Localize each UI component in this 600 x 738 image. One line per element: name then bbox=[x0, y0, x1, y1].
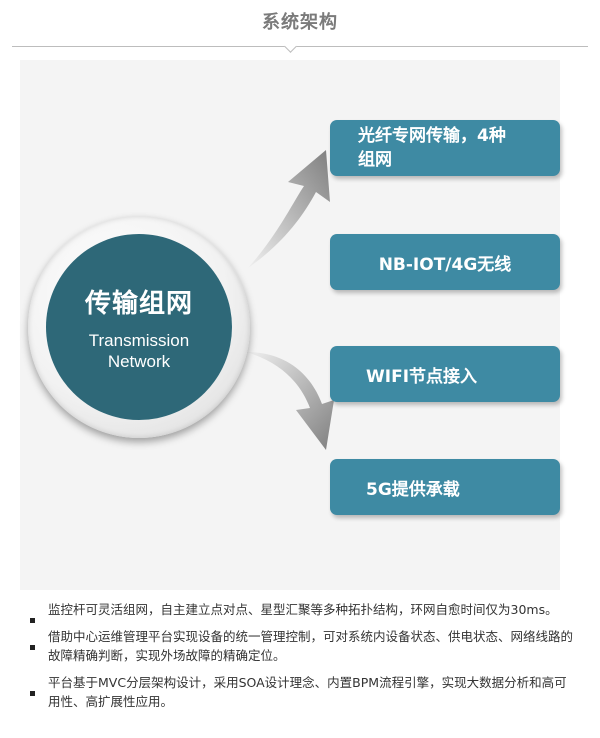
header-divider bbox=[12, 46, 588, 47]
option-fiber-label-line-2: 组网 bbox=[358, 150, 392, 170]
option-wifi-label: WIFI节点接入 bbox=[366, 366, 478, 387]
bullet-square-icon bbox=[30, 645, 35, 650]
option-5g-label: 5G提供承载 bbox=[366, 479, 460, 500]
option-5g: 5G提供承载 bbox=[330, 459, 560, 515]
option-fiber-label-line-1: 光纤专网传输，4种 bbox=[358, 126, 506, 146]
hub-subtitle: Transmission Network bbox=[89, 330, 189, 372]
feature-text: 借助中心运维管理平台实现设备的统一管理控制，可对系统内设备状态、供电状态、网络线… bbox=[48, 629, 574, 663]
feature-item: 监控杆可灵活组网，自主建立点对点、星型汇聚等多种拓扑结构，环网自愈时间仅为30m… bbox=[30, 600, 575, 623]
option-nbiot-label: NB-IOT/4G无线 bbox=[378, 254, 512, 275]
option-wifi: WIFI节点接入 bbox=[330, 346, 560, 402]
feature-text: 平台基于MVC分层架构设计，采用SOA设计理念、内置BPM流程引擎，实现大数据分… bbox=[48, 675, 567, 709]
hub-subtitle-line-1: Transmission bbox=[88, 330, 190, 350]
option-nbiot: NB-IOT/4G无线 bbox=[330, 234, 560, 290]
option-fiber: 光纤专网传输，4种 组网 bbox=[330, 120, 560, 176]
hub-title: 传输组网 bbox=[84, 288, 193, 319]
section-title: 系统架构 bbox=[262, 12, 338, 33]
feature-item: 借助中心运维管理平台实现设备的统一管理控制，可对系统内设备状态、供电状态、网络线… bbox=[30, 627, 575, 665]
bullet-square-icon bbox=[30, 691, 35, 696]
hub-circle: 传输组网 Transmission Network bbox=[46, 234, 232, 420]
upper-arrow bbox=[248, 150, 330, 268]
bullet-square-icon bbox=[30, 618, 35, 623]
hub-subtitle-line-2: Network bbox=[107, 351, 171, 371]
feature-list: 监控杆可灵活组网，自主建立点对点、星型汇聚等多种拓扑结构，环网自愈时间仅为30m… bbox=[30, 600, 575, 719]
lower-arrow bbox=[246, 352, 334, 450]
feature-text: 监控杆可灵活组网，自主建立点对点、星型汇聚等多种拓扑结构，环网自愈时间仅为30m… bbox=[48, 602, 558, 617]
feature-item: 平台基于MVC分层架构设计，采用SOA设计理念、内置BPM流程引擎，实现大数据分… bbox=[30, 673, 575, 711]
